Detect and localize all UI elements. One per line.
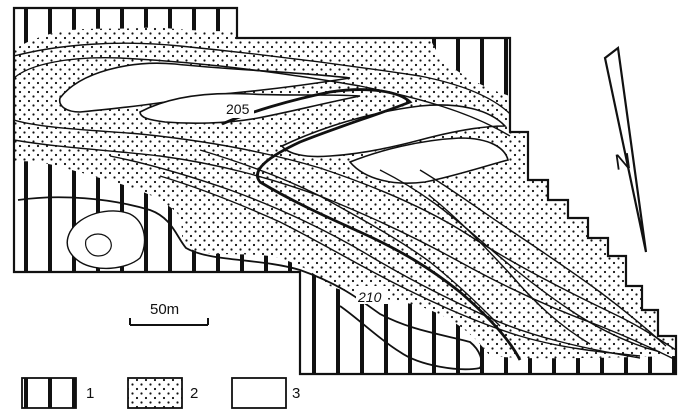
contour-line	[14, 42, 521, 127]
scale-bar-label: 50m	[150, 301, 179, 318]
contour-line	[14, 56, 511, 137]
striped-zone-top	[14, 8, 237, 50]
north-arrow: N	[603, 45, 648, 253]
blank-zone-east-lower	[348, 137, 509, 184]
contour-line	[14, 119, 676, 351]
legend-label-2: 2	[190, 385, 198, 402]
legend-label-1: 1	[86, 385, 94, 402]
contour-line	[419, 169, 667, 347]
contour-line	[159, 175, 641, 357]
striped-zone-topright	[430, 38, 510, 96]
north-arrow-label: N	[613, 148, 632, 175]
contour-210-label: 210	[357, 289, 382, 305]
contour-line	[429, 195, 591, 345]
contour-line	[199, 149, 501, 327]
blank-hollow	[66, 210, 146, 270]
contour-line	[379, 169, 661, 353]
legend: 1 2 3	[21, 377, 300, 409]
scale-bar: 50m	[129, 301, 209, 326]
contour-lines	[14, 42, 676, 361]
legend-swatch-2	[127, 377, 183, 409]
contour-line	[14, 139, 676, 361]
contour-line	[109, 155, 641, 359]
map-border	[12, 6, 678, 376]
blank-zone-west	[58, 62, 351, 113]
contour-210	[17, 196, 483, 371]
legend-swatch-3	[231, 377, 287, 409]
legend-label-3: 3	[292, 385, 300, 402]
contour-205-label-bg	[224, 100, 254, 118]
striped-zone-bottom	[14, 161, 676, 374]
hollow-inner-contour	[85, 233, 112, 257]
north-arrow-icon	[603, 45, 648, 253]
legend-swatch-1	[21, 377, 77, 409]
contour-210-label-bg	[356, 286, 388, 304]
contour-205-label: 205	[226, 101, 250, 117]
contour-205	[221, 88, 522, 361]
